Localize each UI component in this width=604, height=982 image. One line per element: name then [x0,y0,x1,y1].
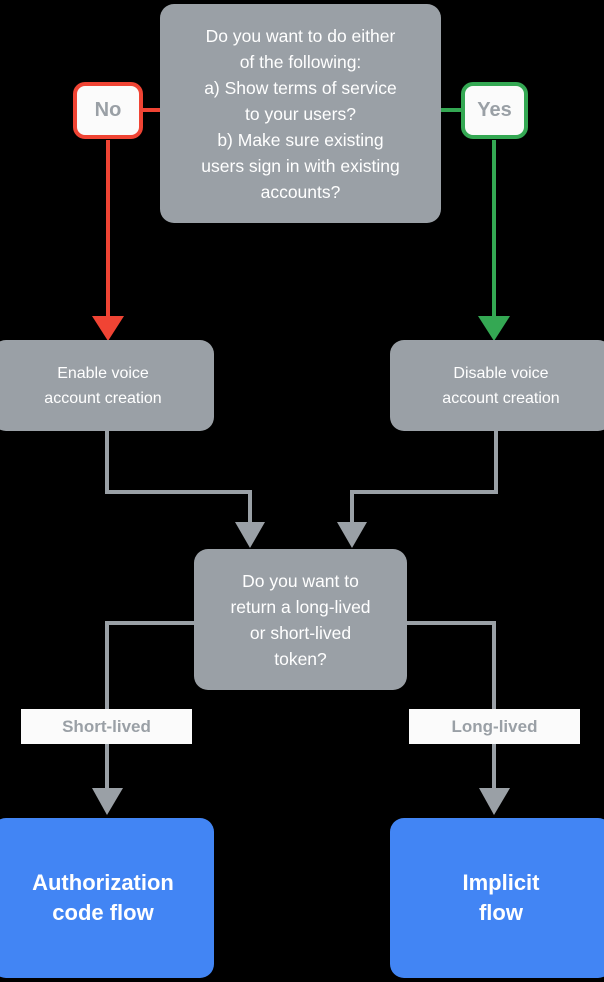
decision-node-1-line: Do you want to do either [205,25,396,46]
process-node-disable-voice-text: Disable voice account creation [442,361,559,411]
result-node-authorization-code-flow-text: Authorization code flow [32,868,174,928]
decision-node-2-line: or short-lived [249,622,352,643]
process-node-disable-voice-line: Disable voice [453,364,549,382]
edge-label-long-lived-text: Long-lived [451,716,538,736]
result-node-authorization-code-flow[interactable]: Authorization code flow [0,818,214,978]
result-node-implicit-line: flow [478,900,523,925]
decision-node-1-line: a) Show terms of service [204,77,397,98]
result-node-implicit-line: Implicit [462,870,540,895]
decision-node-1-line: accounts? [260,181,341,202]
edge-label-short-lived[interactable]: Short-lived [21,709,192,744]
process-node-disable-voice[interactable]: Disable voice account creation [390,340,604,431]
edge-no-to-enable-voice [92,140,124,341]
edge-yes-to-disable-voice [478,140,510,341]
answer-pill-no-label: No [94,99,122,121]
decision-node-2-text: Do you want to return a long-lived or sh… [230,568,370,672]
decision-node-1-line: users sign in with existing [201,155,400,176]
edge-label-long-lived[interactable]: Long-lived [409,709,580,744]
answer-pill-yes-label: Yes [477,99,512,121]
decision-node-1-line: b) Make sure existing [217,129,384,150]
result-node-authorization-line: Authorization [32,870,174,895]
decision-node-1[interactable]: Do you want to do either of the followin… [160,4,441,223]
process-node-enable-voice-text: Enable voice account creation [44,361,161,411]
answer-pill-yes[interactable]: Yes [461,82,528,139]
result-node-implicit-flow-text: Implicit flow [462,868,539,928]
process-node-enable-voice-line: account creation [44,389,162,407]
result-node-implicit-flow[interactable]: Implicit flow [390,818,604,978]
process-node-disable-voice-line: account creation [442,389,560,407]
edge-enable-voice-to-decision2 [105,430,265,548]
process-node-enable-voice[interactable]: Enable voice account creation [0,340,214,431]
decision-node-1-line: to your users? [245,103,356,124]
decision-node-2-line: token? [274,648,327,669]
answer-pill-no[interactable]: No [73,82,143,139]
decision-node-1-line: of the following: [239,51,362,72]
decision-node-1-text: Do you want to do either of the followin… [201,23,399,205]
edge-disable-voice-to-decision2 [337,430,498,548]
process-node-enable-voice-line: Enable voice [57,364,149,382]
decision-node-2-line: Do you want to [242,570,359,591]
decision-node-2-line: return a long-lived [230,596,371,617]
result-node-authorization-line: code flow [52,900,154,925]
edge-label-short-lived-text: Short-lived [62,716,151,736]
decision-node-2[interactable]: Do you want to return a long-lived or sh… [194,549,407,690]
